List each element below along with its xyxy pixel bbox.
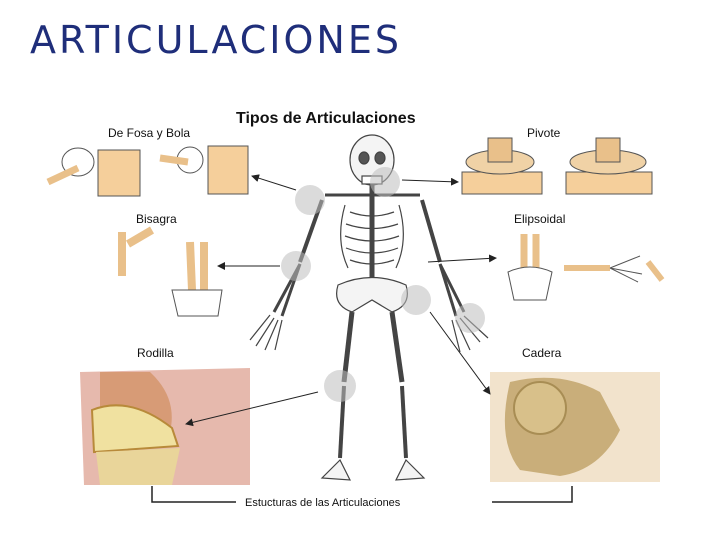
label-elipsoidal: Elipsoidal: [514, 212, 566, 226]
hinge-illustration: [118, 226, 223, 317]
joint-highlights: [281, 167, 485, 402]
pivot-illustration: [461, 137, 653, 195]
skeleton-illustration: [249, 134, 489, 481]
bottom-bracket: [151, 486, 573, 503]
knee-illustration: [80, 368, 250, 485]
pointer-arrows: [185, 174, 497, 427]
label-fosa-bola: De Fosa y Bola: [108, 126, 191, 140]
label-rodilla: Rodilla: [137, 346, 174, 360]
label-estructuras: Estucturas de las Articulaciones: [245, 497, 401, 509]
label-bisagra: Bisagra: [136, 212, 177, 226]
slide-title: ARTICULACIONES: [30, 18, 402, 62]
diagram-title: Tipos de Articulaciones: [236, 110, 416, 127]
hip-illustration: [490, 372, 660, 482]
ellipsoid-illustration: [507, 234, 665, 301]
label-pivote: Pivote: [527, 126, 561, 140]
label-cadera: Cadera: [522, 346, 562, 360]
ball-socket-illustration: [46, 145, 249, 197]
